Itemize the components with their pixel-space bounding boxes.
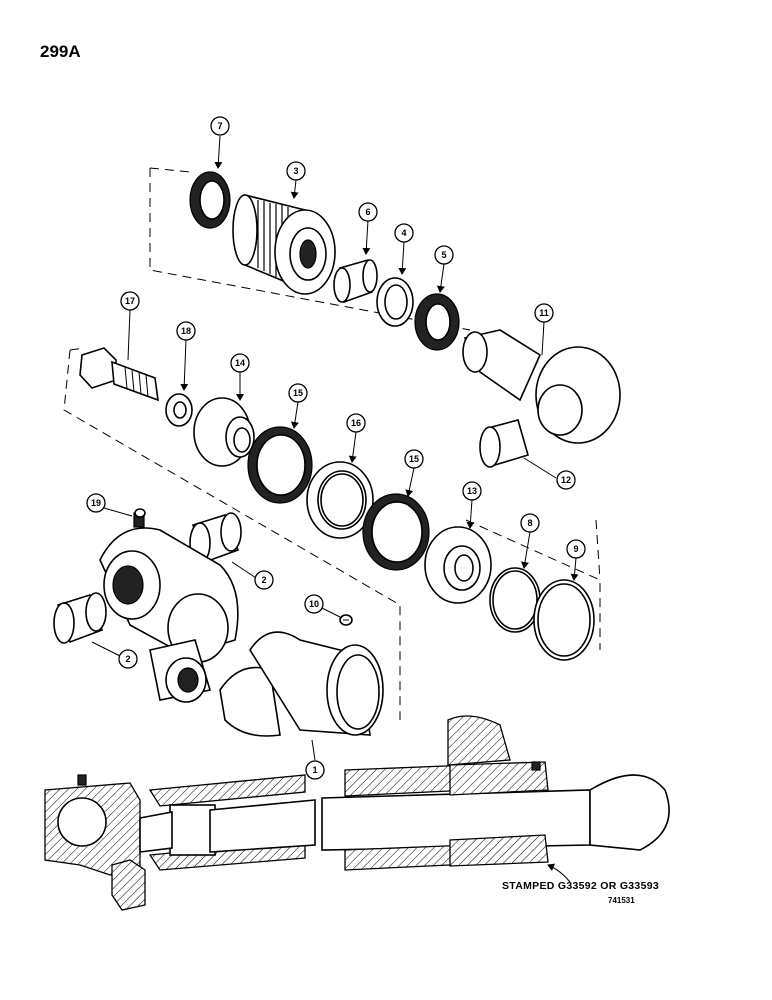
cylinder-head-part-3 bbox=[232, 193, 336, 295]
svg-text:5: 5 bbox=[441, 250, 446, 260]
bushing-part-6 bbox=[333, 258, 378, 304]
callout-17: 17 bbox=[120, 291, 140, 311]
grease-fitting-part-19 bbox=[133, 508, 146, 528]
bushing-part-12 bbox=[479, 419, 529, 468]
piston-seal-part-15-b bbox=[362, 493, 430, 571]
callout-10: 10 bbox=[304, 594, 324, 614]
svg-text:2: 2 bbox=[261, 575, 266, 585]
callout-8: 8 bbox=[520, 513, 540, 533]
callout-15-a: 15 bbox=[288, 383, 308, 403]
callout-2-b: 2 bbox=[118, 649, 138, 669]
svg-text:14: 14 bbox=[235, 358, 245, 368]
set-screw-part-10 bbox=[339, 614, 353, 626]
svg-text:13: 13 bbox=[467, 486, 477, 496]
callout-5: 5 bbox=[434, 245, 454, 265]
callout-7: 7 bbox=[210, 116, 230, 136]
svg-text:3: 3 bbox=[293, 166, 298, 176]
cylinder-barrel-part-1 bbox=[99, 527, 384, 737]
drawing-number: 741531 bbox=[608, 896, 635, 905]
callout-19: 19 bbox=[86, 493, 106, 513]
svg-text:15: 15 bbox=[409, 454, 419, 464]
callout-1: 1 bbox=[305, 760, 325, 780]
leader-lines bbox=[91, 135, 579, 883]
callout-3: 3 bbox=[286, 161, 306, 181]
wiper-seal-part-7 bbox=[189, 171, 231, 229]
callout-4: 4 bbox=[394, 223, 414, 243]
callout-13: 13 bbox=[462, 481, 482, 501]
assembly-outline-piston bbox=[63, 347, 601, 720]
svg-text:7: 7 bbox=[217, 121, 222, 131]
bushing-part-2-b bbox=[53, 592, 107, 644]
svg-text:10: 10 bbox=[309, 599, 319, 609]
callout-12: 12 bbox=[556, 470, 576, 490]
svg-text:11: 11 bbox=[539, 308, 549, 318]
piston-part-13 bbox=[424, 526, 492, 604]
callout-15-b: 15 bbox=[404, 449, 424, 469]
svg-text:18: 18 bbox=[181, 326, 191, 336]
svg-text:12: 12 bbox=[561, 475, 571, 485]
bolt-part-17 bbox=[79, 347, 159, 402]
backup-ring-part-9-inner bbox=[537, 583, 591, 657]
page-number: 299A bbox=[40, 42, 81, 61]
assembly-outline-head bbox=[149, 167, 471, 331]
svg-text:2: 2 bbox=[125, 654, 130, 664]
svg-text:16: 16 bbox=[351, 418, 361, 428]
wear-ring-part-16 bbox=[306, 461, 374, 539]
seal-ring-part-5 bbox=[414, 293, 460, 351]
svg-text:8: 8 bbox=[527, 518, 532, 528]
o-ring-part-8-inner bbox=[492, 570, 538, 630]
svg-text:4: 4 bbox=[401, 228, 406, 238]
callout-14: 14 bbox=[230, 353, 250, 373]
piston-seal-part-15-a bbox=[247, 426, 313, 504]
callout-16: 16 bbox=[346, 413, 366, 433]
piston-part-14 bbox=[193, 397, 255, 467]
svg-text:1: 1 bbox=[312, 765, 317, 775]
callout-6: 6 bbox=[358, 202, 378, 222]
cylinder-section-view bbox=[44, 715, 670, 911]
svg-text:17: 17 bbox=[125, 296, 135, 306]
callout-2-a: 2 bbox=[254, 570, 274, 590]
svg-text:9: 9 bbox=[573, 544, 578, 554]
svg-text:6: 6 bbox=[365, 207, 370, 217]
callout-9: 9 bbox=[566, 539, 586, 559]
seal-ring-part-4 bbox=[376, 277, 414, 327]
svg-text:19: 19 bbox=[91, 498, 101, 508]
callout-11: 11 bbox=[534, 303, 554, 323]
rod-eye-part-11 bbox=[462, 329, 621, 444]
svg-text:15: 15 bbox=[293, 388, 303, 398]
callout-18: 18 bbox=[176, 321, 196, 341]
washer-part-18 bbox=[165, 393, 193, 427]
stamped-part-number-note: STAMPED G33592 OR G33593 bbox=[502, 880, 659, 892]
